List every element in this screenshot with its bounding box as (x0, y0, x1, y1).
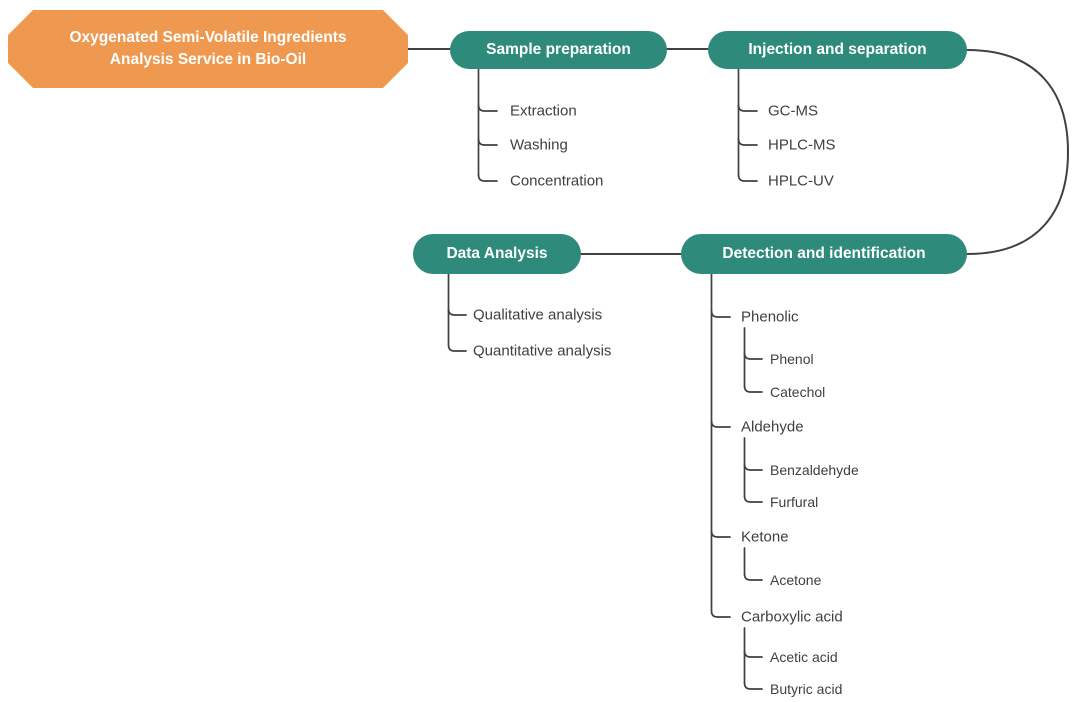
branch-label: Sample preparation (486, 41, 631, 58)
leaf-benzaldehyde: Benzaldehyde (770, 462, 859, 478)
leaf-acetic-acid: Acetic acid (770, 649, 838, 665)
leaf-furfural: Furfural (770, 494, 819, 510)
leaf-qualitative-analysis: Qualitative analysis (473, 306, 603, 324)
branch-pill-data-analysis: Data Analysis (413, 234, 581, 274)
leaf-ketone: Ketone (741, 528, 789, 546)
leaf-washing: Washing (510, 136, 568, 154)
branch-pill-sample-preparation: Sample preparation (450, 31, 667, 69)
link-injection-to-detection-curve (966, 49, 1070, 255)
leaf-catechol: Catechol (770, 384, 826, 400)
branch-label: Detection and identification (722, 245, 926, 262)
branch-pill-detection-and-identification: Detection and identification (681, 234, 967, 274)
leaf-butyric-acid: Butyric acid (770, 681, 843, 697)
leaf-hplc-ms: HPLC-MS (768, 136, 836, 154)
branch-label: Data Analysis (446, 245, 548, 262)
root-node-title: Oxygenated Semi-Volatile Ingredients Ana… (8, 10, 408, 88)
branch-pill-injection-and-separation: Injection and separation (708, 31, 967, 69)
branch-label: Injection and separation (748, 41, 927, 58)
leaf-extraction: Extraction (510, 102, 577, 120)
leaf-phenolic: Phenolic (741, 308, 799, 326)
leaf-gc-ms: GC-MS (768, 102, 818, 120)
leaf-acetone: Acetone (770, 572, 822, 588)
leaf-aldehyde: Aldehyde (741, 418, 804, 436)
root-title-text: Oxygenated Semi-Volatile Ingredients Ana… (69, 29, 347, 68)
leaf-hplc-uv: HPLC-UV (768, 172, 834, 190)
leaf-concentration: Concentration (510, 172, 604, 190)
leaf-quantitative-analysis: Quantitative analysis (473, 342, 612, 360)
leaf-phenol: Phenol (770, 351, 814, 367)
leaf-carboxylic-acid: Carboxylic acid (741, 608, 843, 626)
